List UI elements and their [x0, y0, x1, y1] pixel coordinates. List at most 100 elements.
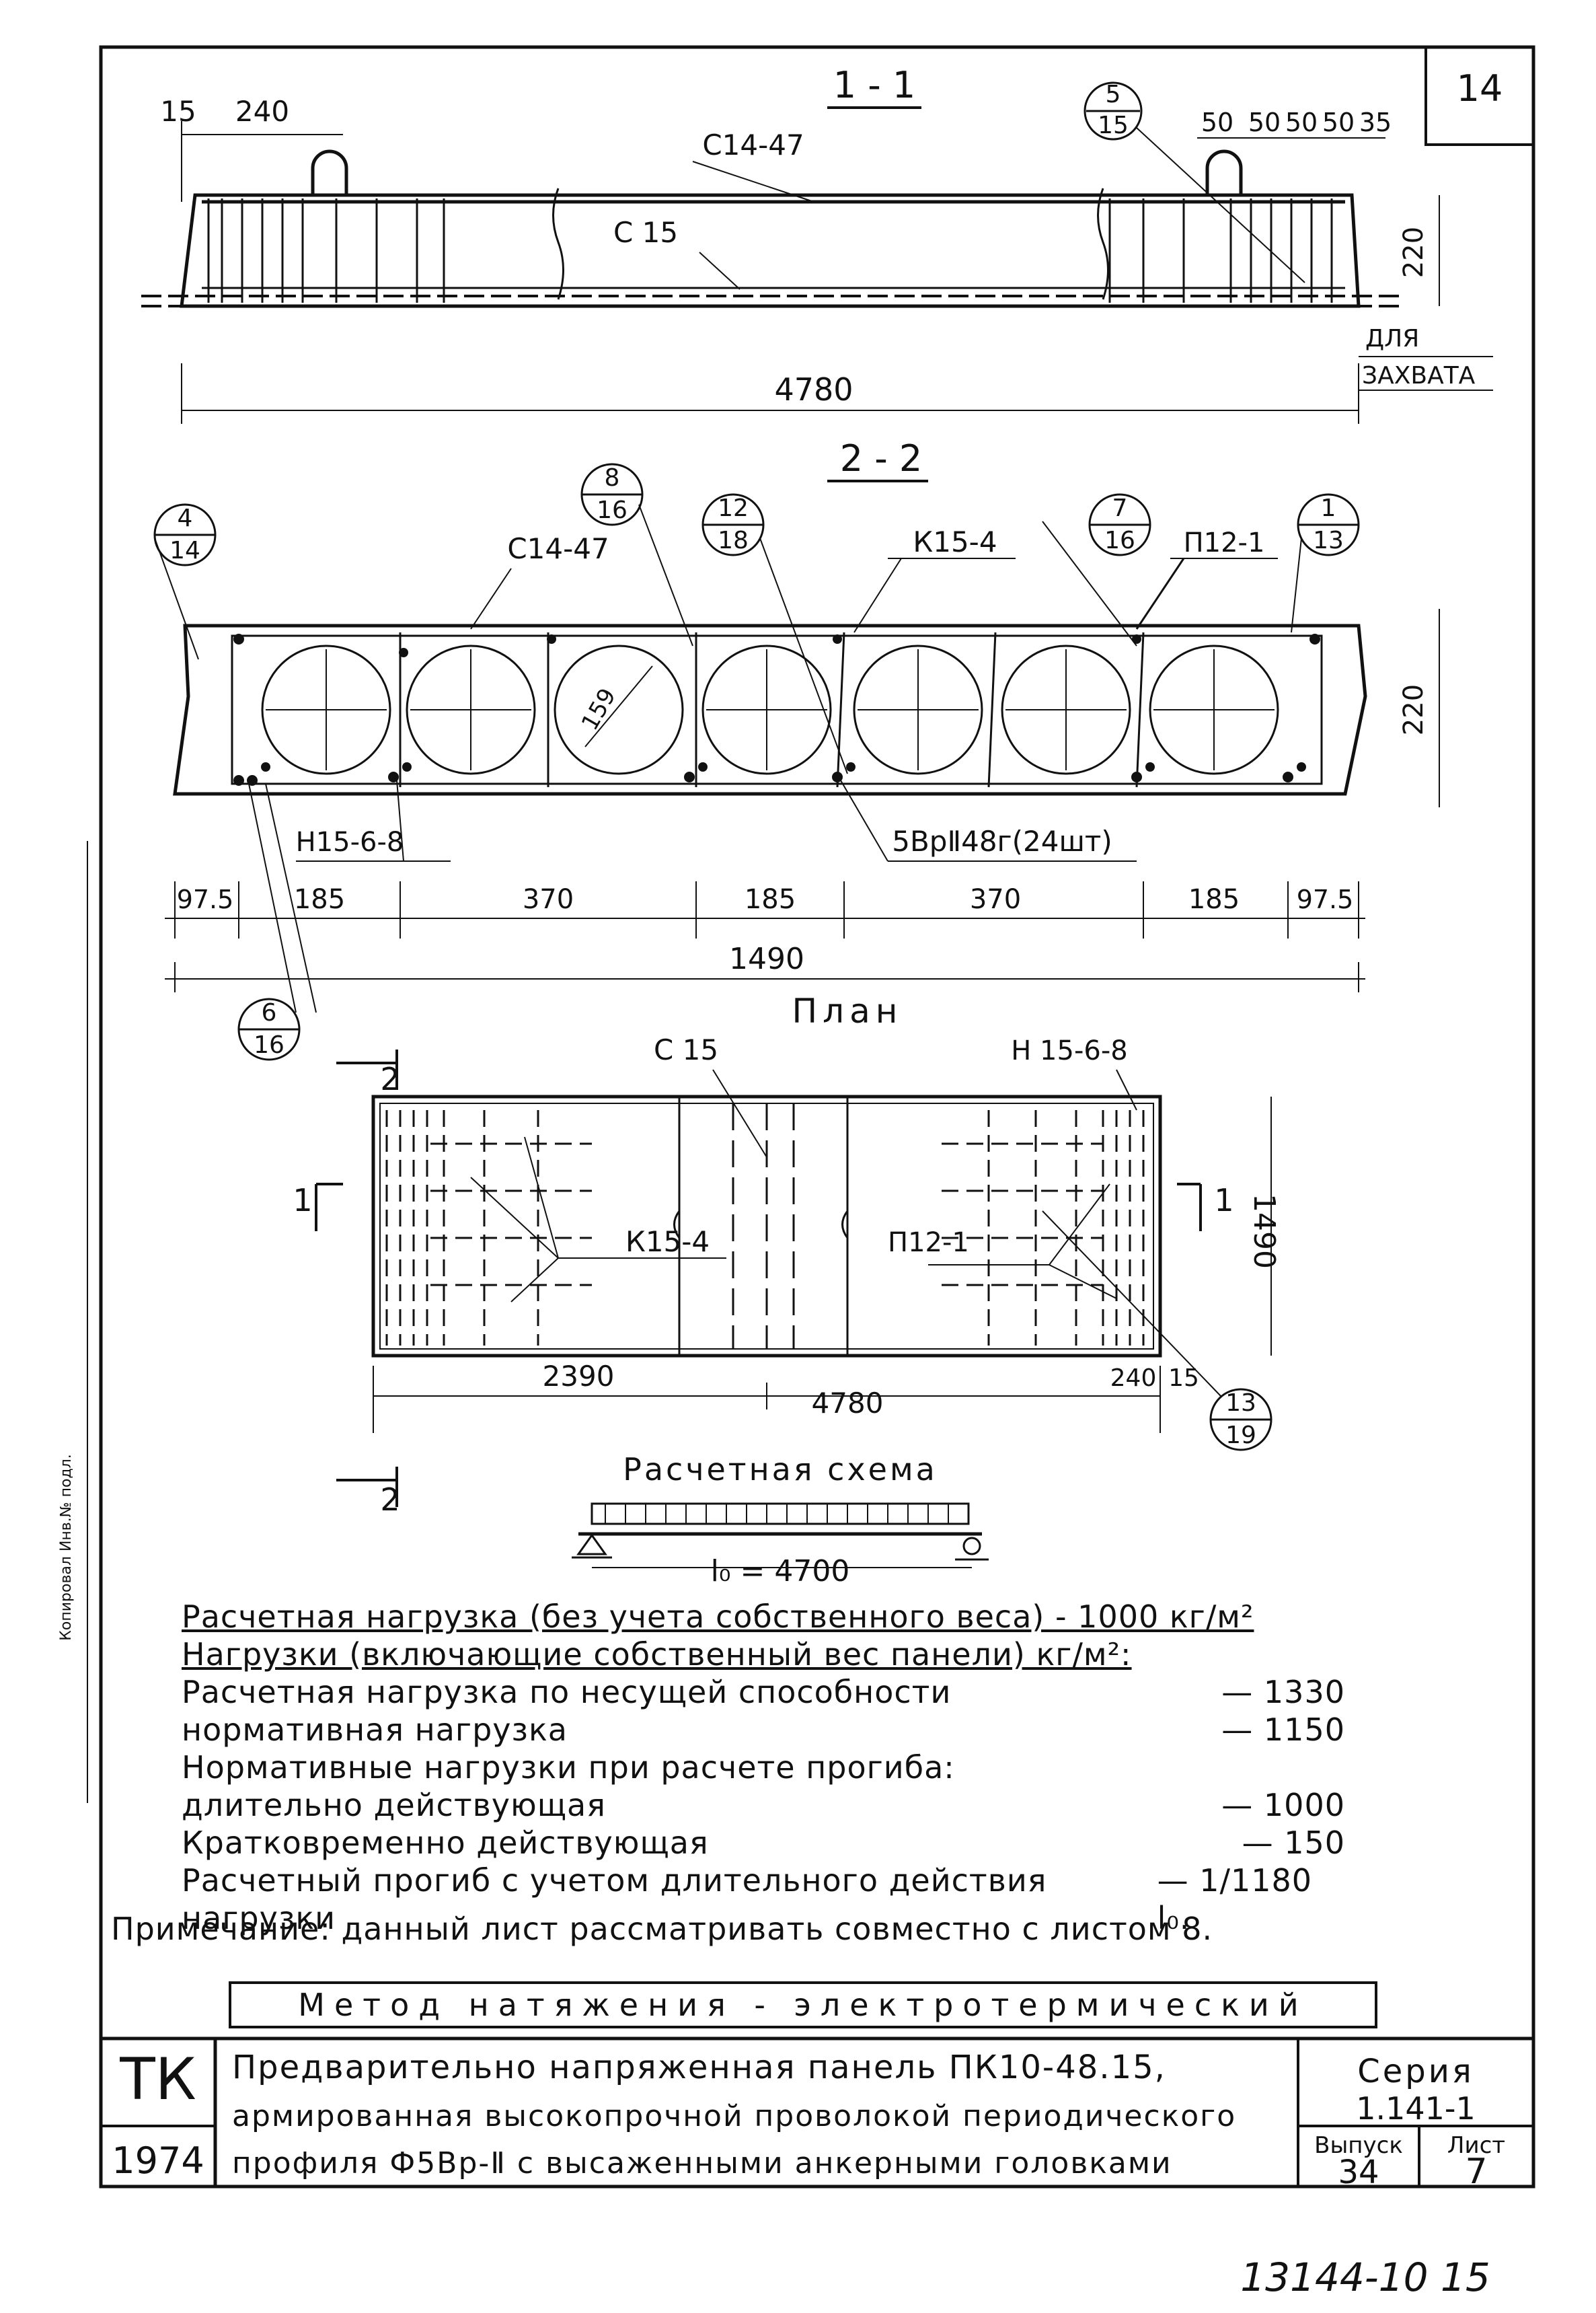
load-row: Нормативные нагрузки при расчете прогиба…: [182, 1749, 955, 1786]
sheet-frame: [99, 45, 1535, 2189]
svg-text:1490: 1490: [1247, 1194, 1281, 1269]
svg-text:Лист: Лист: [1447, 2132, 1505, 2159]
svg-text:С 15: С 15: [613, 216, 678, 249]
svg-text:К15-4: К15-4: [913, 525, 997, 558]
svg-text:К15-4: К15-4: [625, 1225, 710, 1258]
svg-text:185: 185: [294, 884, 345, 915]
load-row: Расчетная нагрузка по несущей способност…: [182, 1674, 1345, 1710]
sheet-corner-number: 14: [1457, 67, 1503, 110]
svg-text:Н15-6-8: Н15-6-8: [296, 827, 404, 858]
lifting-loop-left: [311, 149, 348, 195]
svg-text:19: 19: [1225, 1422, 1256, 1449]
svg-text:1490: 1490: [729, 942, 804, 976]
svg-text:16: 16: [1104, 527, 1135, 554]
svg-text:4: 4: [178, 505, 193, 532]
svg-text:С 15: С 15: [654, 1033, 718, 1066]
callout-1-13: 1 13: [1291, 493, 1360, 633]
callout-5-15: 5 15: [1084, 81, 1305, 283]
svg-text:14: 14: [169, 537, 200, 564]
svg-text:7: 7: [1112, 494, 1128, 522]
svg-text:ДЛЯ: ДЛЯ: [1365, 325, 1419, 353]
svg-text:5: 5: [1106, 81, 1121, 108]
svg-text:Н 15-6-8: Н 15-6-8: [1011, 1035, 1127, 1066]
svg-text:220: 220: [1398, 684, 1429, 735]
svg-text:2: 2: [380, 1481, 400, 1518]
svg-text:12: 12: [718, 494, 749, 522]
svg-text:50: 50: [1322, 108, 1355, 137]
svg-text:С14-47: С14-47: [702, 128, 804, 161]
svg-text:240: 240: [1110, 1364, 1157, 1392]
svg-text:13: 13: [1313, 527, 1344, 554]
title-block: ТК 1974 Серия 1.141-1 Выпуск 34 Лист 7: [101, 2036, 1533, 2192]
svg-text:П12-1: П12-1: [1184, 527, 1265, 558]
svg-text:Расчетная схема: Расчетная схема: [623, 1451, 938, 1488]
section-2-2-title: 2 - 2: [840, 437, 923, 480]
design-scheme: Расчетная схема l₀ = 4700: [572, 1451, 989, 1588]
plan-outline: [371, 1095, 1162, 1358]
svg-text:18: 18: [718, 527, 749, 554]
svg-text:370: 370: [523, 884, 574, 915]
callout-13-19: 13 19: [1042, 1210, 1272, 1451]
load-notes: Расчетная нагрузка (без учета собственно…: [182, 1598, 1345, 1937]
load-row: Кратковременно действующая— 150: [182, 1825, 1345, 1861]
svg-text:50: 50: [1248, 108, 1281, 137]
svg-text:15: 15: [160, 95, 196, 128]
svg-text:50: 50: [1285, 108, 1318, 137]
year: 1974: [112, 2139, 204, 2182]
svg-text:185: 185: [745, 884, 796, 915]
svg-text:16: 16: [254, 1031, 284, 1059]
plan-view: План С 15: [293, 992, 1281, 1518]
svg-text:1.141-1: 1.141-1: [1356, 2090, 1476, 2127]
svg-text:8: 8: [605, 464, 620, 492]
callout-4-14: 4 14: [153, 503, 217, 660]
hollow-cores: [261, 645, 1279, 775]
svg-text:240: 240: [235, 95, 289, 128]
svg-text:159: 159: [576, 684, 621, 735]
plan-title: План: [792, 992, 903, 1031]
svg-text:50: 50: [1201, 108, 1233, 137]
lifting-loop-right: [1205, 149, 1243, 195]
svg-text:220: 220: [1398, 227, 1429, 278]
svg-text:7: 7: [1465, 2152, 1487, 2192]
side-margin-text: Копировал Инв.№ подл.: [58, 1454, 75, 1640]
svg-text:16: 16: [597, 497, 628, 524]
svg-text:97.5: 97.5: [1297, 885, 1354, 914]
svg-text:1: 1: [1321, 494, 1336, 522]
svg-text:34: 34: [1338, 2154, 1379, 2191]
panel-cross-section: [173, 624, 1367, 796]
callout-7-16: 7 16: [1042, 493, 1151, 647]
svg-text:370: 370: [970, 884, 1021, 915]
svg-text:Выпуск: Выпуск: [1314, 2132, 1403, 2159]
loads-header: Нагрузки (включающие собственный вес пан…: [182, 1636, 1132, 1673]
svg-text:2390: 2390: [543, 1360, 615, 1393]
svg-text:4780: 4780: [774, 371, 853, 408]
sheet-number-box: [1424, 46, 1535, 146]
load-row: длительно действующая— 1000: [182, 1787, 1345, 1823]
load-row: нормативная нагрузка— 1150: [182, 1712, 1345, 1748]
callout-12-18: 12 18: [701, 493, 848, 774]
beam-outline: [180, 193, 1361, 308]
callout-8-16: 8 16: [580, 463, 693, 647]
svg-text:1: 1: [293, 1182, 312, 1218]
svg-text:Серия: Серия: [1357, 2053, 1474, 2090]
svg-text:97.5: 97.5: [177, 885, 234, 914]
svg-text:35: 35: [1359, 108, 1392, 137]
svg-text:2: 2: [380, 1061, 400, 1097]
tensioning-method: Метод натяжения - электротермический: [229, 1981, 1377, 2028]
svg-text:13: 13: [1225, 1389, 1256, 1417]
svg-text:1: 1: [1214, 1182, 1233, 1218]
title-line-2: армированная высокопрочной проволокой пе…: [232, 2099, 1237, 2133]
svg-text:6: 6: [262, 999, 277, 1027]
load-row: Расчетный прогиб с учетом длительного де…: [182, 1862, 1313, 1936]
svg-text:l₀ = 4700: l₀ = 4700: [711, 1554, 850, 1588]
svg-text:ЗАХВАТА: ЗАХВАТА: [1362, 362, 1476, 390]
section-1-1-title: 1 - 1: [833, 64, 916, 106]
design-load-line: Расчетная нагрузка (без учета собственно…: [182, 1599, 1254, 1635]
svg-text:15: 15: [1098, 112, 1129, 139]
callout-6-16: 6 16: [237, 783, 317, 1061]
svg-text:185: 185: [1188, 884, 1240, 915]
section-2-2: 2 - 2 159: [153, 437, 1440, 1061]
title-line-1: Предварительно напряженная панель ПК10-4…: [232, 2049, 1166, 2086]
org-code: ТК: [119, 2046, 196, 2113]
